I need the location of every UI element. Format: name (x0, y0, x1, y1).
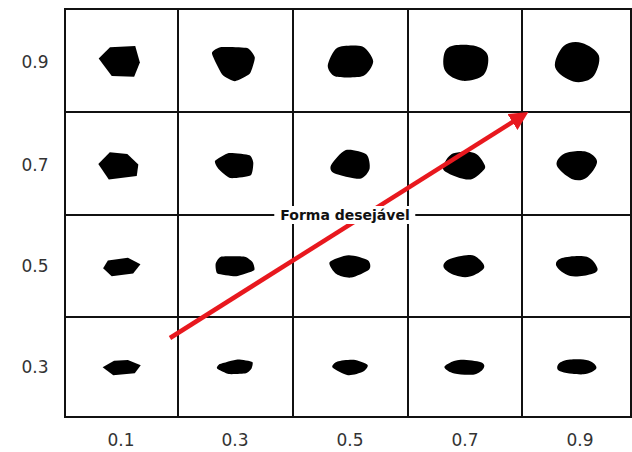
grain-shape (443, 152, 485, 180)
grain-shape (557, 359, 596, 374)
axis-value: 0.3 (21, 357, 48, 377)
axis-value: 0.9 (21, 52, 48, 72)
grain-shape (217, 359, 253, 374)
grid (65, 9, 631, 417)
grain-shape (443, 255, 484, 277)
axis-value: 0.3 (221, 430, 248, 450)
grain-shape (330, 150, 369, 179)
grain-shape (444, 360, 484, 375)
grain-shape (556, 256, 598, 277)
grain-shape (215, 153, 253, 178)
grain-shapes (98, 42, 599, 375)
grid-line (65, 316, 631, 318)
axis-value: 0.5 (21, 256, 48, 276)
axis-value: 0.9 (566, 430, 593, 450)
grain-shape (328, 46, 373, 78)
axis-value: 0.1 (107, 430, 134, 450)
grid-line (177, 9, 179, 417)
grain-shape (332, 360, 368, 375)
grain-shape (555, 42, 600, 82)
axis-value: 0.7 (21, 155, 48, 175)
grid-line (65, 111, 631, 113)
grain-shape (103, 258, 140, 276)
grain-shape (98, 152, 138, 179)
axis-value: 0.7 (451, 430, 478, 450)
grain-shape (99, 46, 140, 77)
grain-shape (216, 256, 255, 276)
arrow-label: Forma desejável (274, 206, 415, 224)
grid-line (521, 9, 523, 417)
grain-shape (557, 151, 598, 180)
grain-shape (212, 47, 255, 81)
axis-value: 0.5 (336, 430, 363, 450)
grain-shape (443, 45, 488, 81)
grain-shape (329, 255, 370, 277)
grid-border (65, 9, 631, 417)
grain-shape (103, 360, 141, 375)
trend-arrow (170, 116, 522, 338)
